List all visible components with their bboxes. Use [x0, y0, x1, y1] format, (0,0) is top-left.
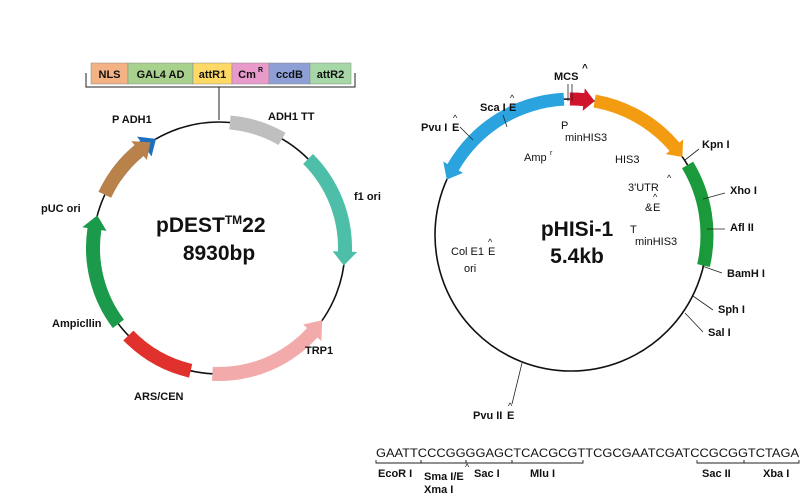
site-sca-i-line: [502, 114, 508, 128]
left-plasmid-size: 8930bp: [183, 242, 255, 265]
site-sca-i-e: E: [509, 102, 516, 114]
site-bamh-i-line: [701, 265, 723, 274]
site-xho-i-label: Xho I: [730, 185, 757, 197]
cassette-label-attr2: attR2: [317, 69, 345, 81]
sac-ii-bracket: [696, 460, 745, 464]
mcs-label: MCS: [554, 71, 578, 83]
enzyme-mlu-i: Mlu I: [530, 468, 555, 480]
left-plasmid-name: pDESTTM22: [156, 213, 266, 237]
adh1-tt-label: ADH1 TT: [268, 111, 315, 123]
mcs-sequence: GAATTCCCGGGGAGCTCACGCGTTCGCGAATCGATCCGCG…: [375, 446, 800, 496]
cassette-label-cmr-sup: R: [258, 67, 263, 74]
site-pvu-i-e: E: [452, 122, 459, 134]
cassette-label-attr1: attR1: [199, 69, 227, 81]
cassette-label-ccdb: ccdB: [276, 69, 303, 81]
ars-cen-arrow: [123, 330, 193, 378]
sma-i-bracket: [420, 460, 467, 464]
his3-arrow: [593, 94, 684, 157]
amp-r-sup: r: [550, 150, 553, 157]
right-plasmid-name: pHISi-1: [541, 218, 614, 241]
utr-term-block: [682, 161, 714, 268]
cassette-bracket: [85, 73, 356, 88]
cassette-bar: NLS GAL4 AD attR1 Cm R ccdB attR2: [85, 62, 356, 120]
site-bamh-i-label: BamH I: [727, 268, 765, 280]
site-pvu-ii-label: Pvu II: [473, 410, 502, 422]
cassette-label-cmr: Cm: [238, 69, 256, 81]
amp-r-label: Amp: [524, 152, 547, 164]
amp-e-hat: ^: [653, 192, 658, 202]
t-minhis3-sub: minHIS3: [635, 236, 677, 248]
trp1-label: TRP1: [305, 345, 333, 357]
ampicillin-label: Ampicllin: [52, 318, 102, 330]
site-pvu-i-label: Pvu I: [421, 122, 447, 134]
mcs-sequence-text: GAATTCCCGGGGAGCTCACGCGTTCGCGAATCGATCCGCG…: [376, 446, 799, 460]
right-plasmid-size: 5.4kb: [550, 245, 604, 268]
p-minhis3-sub: minHIS3: [565, 132, 607, 144]
sac-i-bracket: [465, 460, 513, 464]
site-pvu-i-line: [459, 126, 474, 141]
site-pvu-i-hat: ^: [453, 113, 458, 123]
right-plasmid: MCS ^ P minHIS3 HIS3 3'UTR ^ & ^ E T min…: [421, 63, 765, 422]
col-e1-ori: ori: [464, 263, 476, 275]
col-e1-hat: ^: [488, 237, 493, 247]
left-plasmid-name-sup: TM: [225, 213, 242, 227]
left-plasmid-name-suffix: 22: [242, 214, 265, 237]
adh1-tt-arrow: [229, 115, 286, 145]
f1-ori-arrow: [303, 153, 358, 266]
site-sph-i-label: Sph I: [718, 304, 745, 316]
enzyme-sac-ii: Sac II: [702, 468, 731, 480]
utr-amp: &: [645, 202, 653, 214]
amp-r-arrow: [443, 92, 565, 180]
utr-label: 3'UTR: [628, 182, 659, 194]
p-adh1-label: P ADH1: [112, 114, 152, 126]
enzyme-xma-i: Xma I: [424, 484, 453, 496]
site-kpn-i-line: [684, 148, 700, 161]
enzyme-xba-i: Xba I: [763, 468, 789, 480]
trp1-arrow: [212, 320, 323, 381]
enzyme-sma-hat: ^: [465, 462, 470, 472]
ampicillin-arrow: [82, 215, 124, 329]
f1-ori-label: f1 ori: [354, 191, 381, 203]
enzyme-sma-i: Sma I/E: [424, 471, 464, 483]
site-sph-i-line: [692, 295, 714, 311]
mcs-hat: ^: [582, 63, 588, 74]
amp-e: E: [653, 202, 660, 214]
his3-label: HIS3: [615, 154, 639, 166]
site-sca-i-label: Sca I: [480, 102, 506, 114]
restriction-sites: Pvu I E ^ Sca I E ^ Kpn I Xho I Afl II B…: [421, 93, 765, 422]
ecor-i-bracket: [375, 460, 422, 464]
mcs-arrow: [569, 88, 595, 111]
utr-hat: ^: [667, 173, 672, 183]
puc-ori-arrow: [98, 141, 151, 198]
mlu-i-bracket: [511, 460, 584, 464]
puc-ori-label: pUC ori: [41, 203, 81, 215]
col-e1-label: Col E1: [451, 246, 484, 258]
left-plasmid-name-main: pDEST: [156, 214, 225, 237]
site-sal-i-line: [684, 312, 704, 333]
site-pvu-ii-hat: ^: [508, 401, 513, 411]
xba-i-bracket: [743, 460, 800, 464]
site-kpn-i-label: Kpn I: [702, 139, 730, 151]
cassette-box-attr2: [309, 62, 352, 85]
cassette-label-gal4ad: GAL4 AD: [137, 69, 185, 81]
site-xho-i-line: [702, 192, 726, 200]
p-minhis3-label: P: [561, 120, 568, 132]
site-sal-i-label: Sal I: [708, 327, 731, 339]
col-e1-e: E: [488, 246, 495, 258]
enzyme-sac-i: Sac I: [474, 468, 500, 480]
cassette-label-nls: NLS: [99, 69, 121, 81]
site-pvu-ii-line: [511, 362, 523, 405]
left-plasmid: NLS GAL4 AD attR1 Cm R ccdB attR2 P ADH1…: [41, 62, 381, 403]
site-afl-ii-label: Afl II: [730, 222, 754, 234]
site-pvu-ii-e: E: [507, 410, 514, 422]
site-sca-i-hat: ^: [510, 93, 515, 103]
enzyme-ecor-i: EcoR I: [378, 468, 412, 480]
ars-cen-label: ARS/CEN: [134, 391, 184, 403]
t-minhis3-label: T: [630, 224, 637, 236]
